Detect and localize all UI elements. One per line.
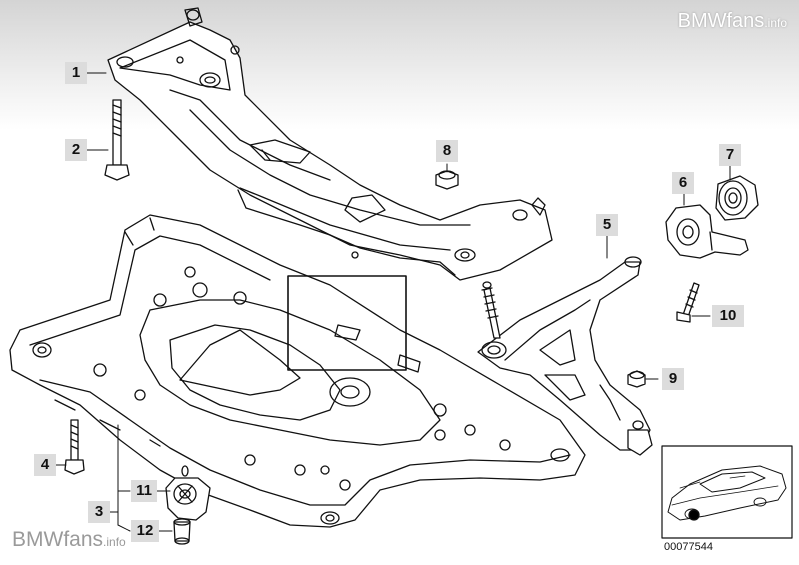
rubber-mount-11 (165, 465, 211, 521)
callout-12: 12 (131, 520, 159, 542)
car-thumbnail (661, 445, 793, 539)
watermark-top-brand: BMWfans (677, 10, 765, 32)
nut-9 (627, 370, 646, 388)
callout-5: 5 (596, 214, 618, 236)
callout-9: 9 (662, 368, 684, 390)
bolt-10 (676, 282, 700, 323)
watermark-top: BMWfans.info (678, 10, 787, 33)
callout-4: 4 (34, 454, 56, 476)
watermark-top-suffix: .info (764, 16, 787, 30)
skid-plate (9, 214, 586, 528)
callout-2: 2 (65, 139, 87, 161)
bolt-2 (104, 99, 130, 181)
bracket-6 (665, 204, 749, 259)
callout-10: 10 (712, 305, 744, 327)
callout-6: 6 (672, 172, 694, 194)
sleeve-12 (173, 518, 191, 545)
watermark-bottom: BMWfans.info (12, 528, 126, 552)
detail-box (287, 275, 407, 371)
wishbone (477, 256, 653, 456)
bushing-7 (715, 175, 759, 221)
callout-1: 1 (65, 62, 87, 84)
leader-lines (55, 72, 731, 532)
watermark-bottom-suffix: .info (103, 535, 126, 549)
callout-8: 8 (436, 140, 458, 162)
callout-11: 11 (131, 480, 157, 502)
catalog-number: 00077544 (664, 541, 713, 553)
bolt-4 (64, 419, 85, 475)
callout-7: 7 (719, 144, 741, 166)
watermark-bottom-brand: BMWfans (12, 528, 104, 551)
callout-3: 3 (88, 501, 110, 523)
front-axle-carrier (107, 7, 553, 281)
nut-8 (435, 170, 459, 190)
